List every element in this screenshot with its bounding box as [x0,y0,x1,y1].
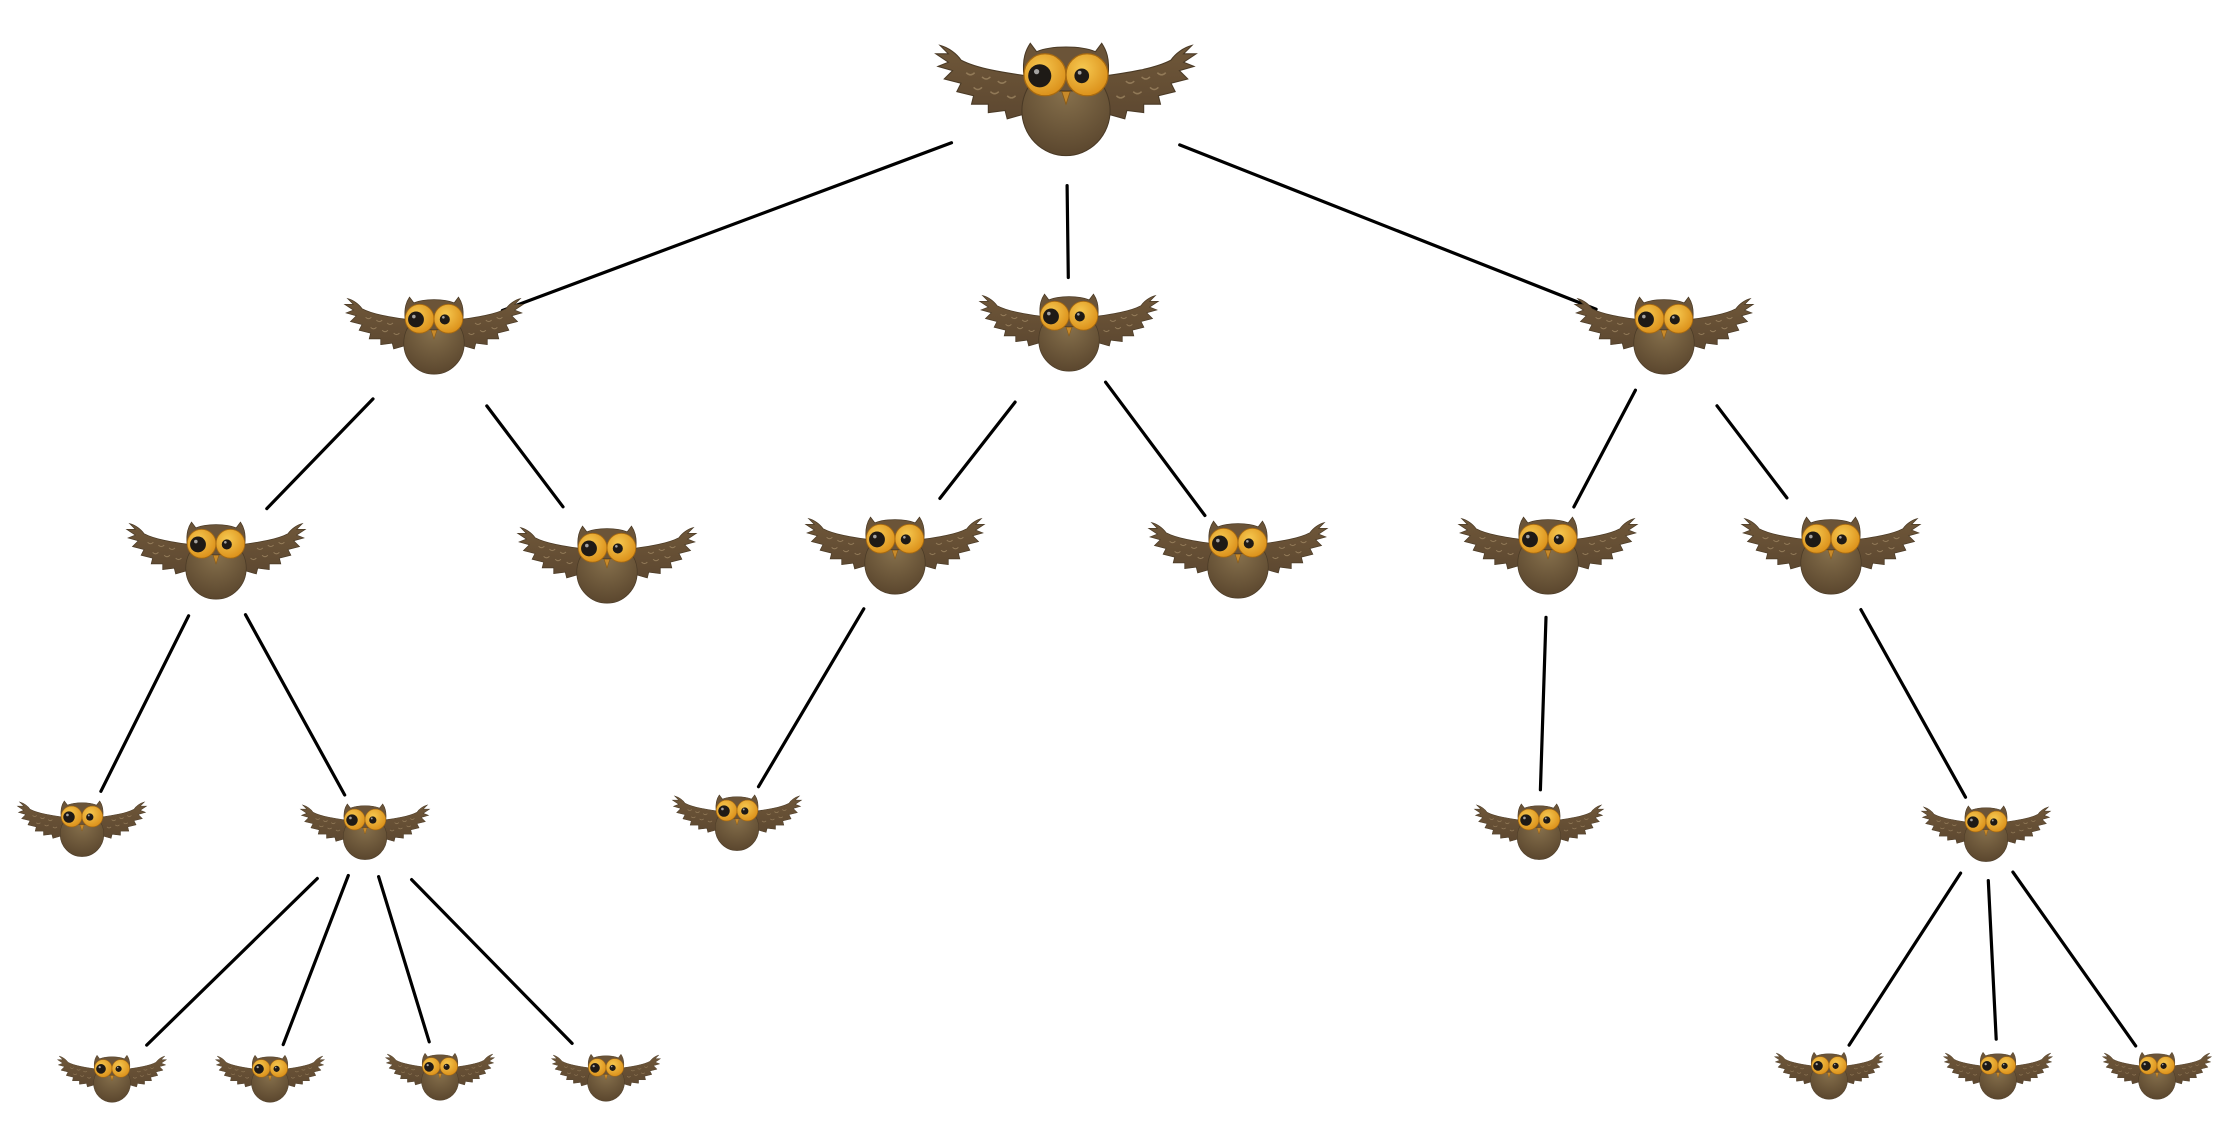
owl-icon [805,516,985,595]
edge-c1-c1a [1538,615,1548,792]
tree-nodes [17,42,2212,1103]
owl-icon [2102,1051,2212,1100]
edge-b-b2 [1103,380,1207,518]
edge-a1-a1b [243,613,347,797]
edge-b1-b1a [756,607,866,789]
edge-root-b [1065,184,1070,280]
edge-c2a-c2a1 [1847,871,1963,1047]
edge-c2a-c2a3 [2011,870,2138,1048]
owl-icon [1574,296,1754,375]
owl-icon [1943,1051,2053,1100]
edge-a1b-a1b1 [145,876,319,1047]
owl-icon [935,42,1197,157]
owl-icon [126,521,306,600]
owl-icon [551,1053,661,1102]
edge-a1b-a1b4 [410,877,574,1046]
owl-icon [1741,516,1921,595]
edge-c2a-c2a2 [1986,878,1998,1041]
owl-icon [385,1052,495,1101]
edge-root-a [500,141,954,313]
edge-a1b-a1b3 [377,874,431,1044]
owl-icon [672,794,802,851]
edge-a1-a1a [99,614,191,793]
edge-a1b-a1b2 [281,873,350,1047]
edge-a-a2 [485,404,565,509]
edge-root-c [1178,143,1598,311]
owl-icon [344,296,524,375]
edge-b-b1 [938,400,1017,500]
owl-icon [979,293,1159,372]
tree-edges [99,141,2138,1048]
owl-icon [215,1054,325,1103]
owl-icon [1474,803,1604,860]
owl-icon [57,1054,167,1103]
edge-c2-c2a [1859,607,1968,799]
owl-icon [517,525,697,604]
owl-icon [300,803,430,860]
owl-icon [17,800,147,857]
owl-icon [1921,805,2051,862]
owl-icon [1458,516,1638,595]
edge-c-c1 [1572,388,1638,509]
edge-a-a1 [265,397,375,511]
edge-c-c2 [1715,404,1789,500]
owl-icon [1148,520,1328,599]
owl-icon [1774,1051,1884,1100]
